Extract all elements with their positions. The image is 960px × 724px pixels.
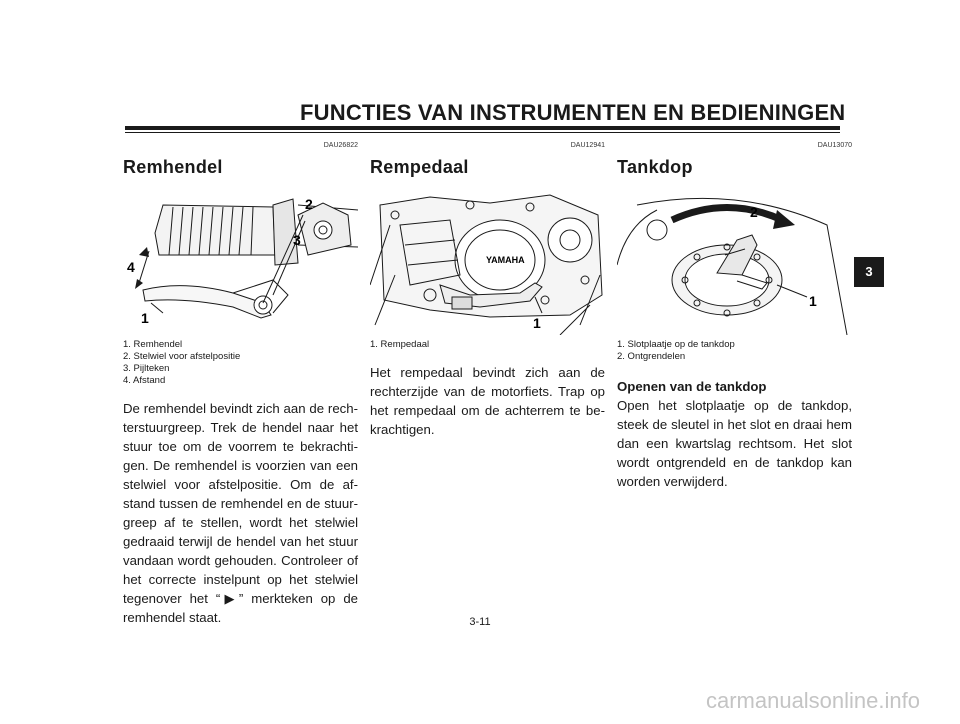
- body-paragraph: De remhendel bevindt zich aan de rech­te…: [123, 401, 358, 625]
- subheading: Openen van de tankdop: [617, 379, 767, 394]
- chapter-tab: 3: [854, 257, 884, 287]
- body-paragraph: Het rempedaal bevindt zich aan de rechte…: [370, 365, 605, 437]
- fuel-cap-illustration: 2 1: [616, 185, 852, 336]
- callout-2: 2: [305, 196, 313, 212]
- header-rule-thin: [125, 132, 840, 133]
- callout-1: 1: [533, 315, 541, 331]
- brand-mark-on-engine: YAMAHA: [486, 255, 525, 265]
- figure-caption-list: 1. Slotplaatje op de tankdop 2. Ontgrend…: [617, 339, 852, 363]
- caption-item: 3. Pijlteken: [123, 363, 170, 374]
- callout-1: 1: [809, 293, 817, 309]
- page-header-title: FUNCTIES VAN INSTRUMENTEN EN BEDIENINGEN: [300, 100, 846, 125]
- doc-code: DAU12941: [570, 142, 605, 149]
- section-heading: Rempedaal: [370, 157, 469, 177]
- section-heading: Tankdop: [617, 157, 693, 177]
- figure-caption-list: 1. Rempedaal: [370, 339, 605, 351]
- caption-item: 2. Ontgrendelen: [617, 351, 686, 362]
- caption-item: 1. Slotplaatje op de tankdop: [617, 339, 735, 350]
- caption-item: 4. Afstand: [123, 375, 166, 386]
- doc-code: DAU26822: [323, 142, 358, 149]
- callout-1: 1: [141, 310, 149, 326]
- callout-3: 3: [293, 232, 301, 248]
- brake-pedal-illustration: YAMAHA 1: [369, 185, 605, 336]
- section-rempedaal: DAU12941 Rempedaal YAMAHA 1: [369, 142, 605, 439]
- header-rule: [125, 126, 840, 130]
- caption-item: 1. Remhendel: [123, 339, 183, 350]
- callout-2: 2: [750, 204, 758, 220]
- body-paragraph: Open het slotplaatje op de tankdop, stee…: [617, 398, 852, 489]
- doc-code: DAU13070: [817, 142, 852, 149]
- caption-item: 2. Stelwiel voor afstelpositie: [123, 351, 241, 362]
- page-number: 3-11: [469, 616, 491, 628]
- section-heading: Remhendel: [123, 157, 223, 177]
- brake-lever-illustration: 2 3 4 1: [123, 185, 359, 335]
- callout-4: 4: [127, 259, 135, 275]
- section-remhendel: DAU26822 Remhendel: [123, 142, 359, 627]
- caption-item: 1. Rempedaal: [370, 339, 430, 350]
- figure-caption-list: 1. Remhendel 2. Stelwiel voor afstelposi…: [123, 339, 358, 387]
- watermark: carmanualsonline.info: [705, 688, 920, 713]
- section-tankdop: DAU13070 Tankdop 2 1: [616, 142, 852, 491]
